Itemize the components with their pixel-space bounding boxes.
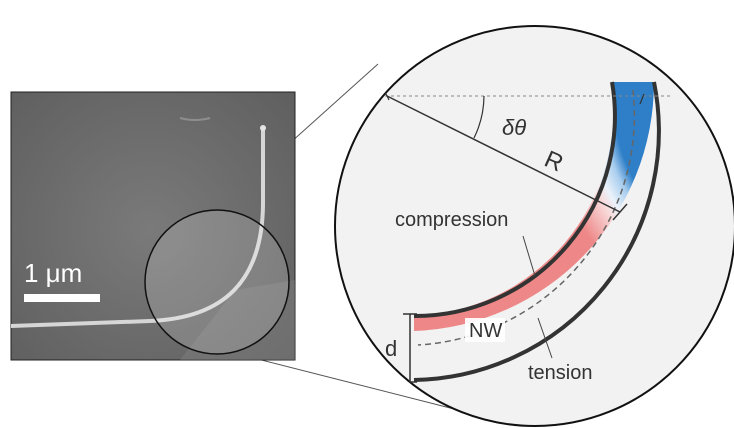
radius-end-tick (612, 203, 628, 221)
sem-nanowire-tip (260, 125, 266, 131)
sem-substrate-shadow (180, 280, 295, 360)
nanowire-outer-edge (413, 81, 661, 382)
nanowire-label: NW (469, 320, 502, 342)
neutral-axis (417, 89, 636, 346)
diameter-label: d (385, 336, 397, 361)
angle-label: δθ (502, 115, 526, 140)
sem-micrograph: 1 μm (10, 91, 296, 361)
magnifier-lens (144, 209, 290, 355)
scale-bar-label: 1 μm (24, 258, 82, 288)
tension-label: tension (528, 362, 593, 384)
tension-leader (537, 317, 553, 359)
compression-label: compression (395, 209, 508, 231)
zoom-connector-bottom (229, 351, 459, 411)
nw-label-background (465, 318, 505, 342)
radius-origin-tick (384, 91, 390, 101)
compression-leader (522, 235, 536, 277)
angle-marker-tick (639, 93, 645, 105)
angle-arc (473, 95, 485, 139)
scale-bar (24, 294, 100, 302)
bent-nanowire-body (414, 82, 655, 331)
radius-line (386, 95, 621, 213)
sem-debris (179, 117, 211, 121)
magnified-view (384, 81, 672, 383)
nanowire-inner-edge (413, 81, 617, 319)
sem-nanowire (11, 126, 265, 328)
magnifier-lens-fill (145, 210, 289, 354)
